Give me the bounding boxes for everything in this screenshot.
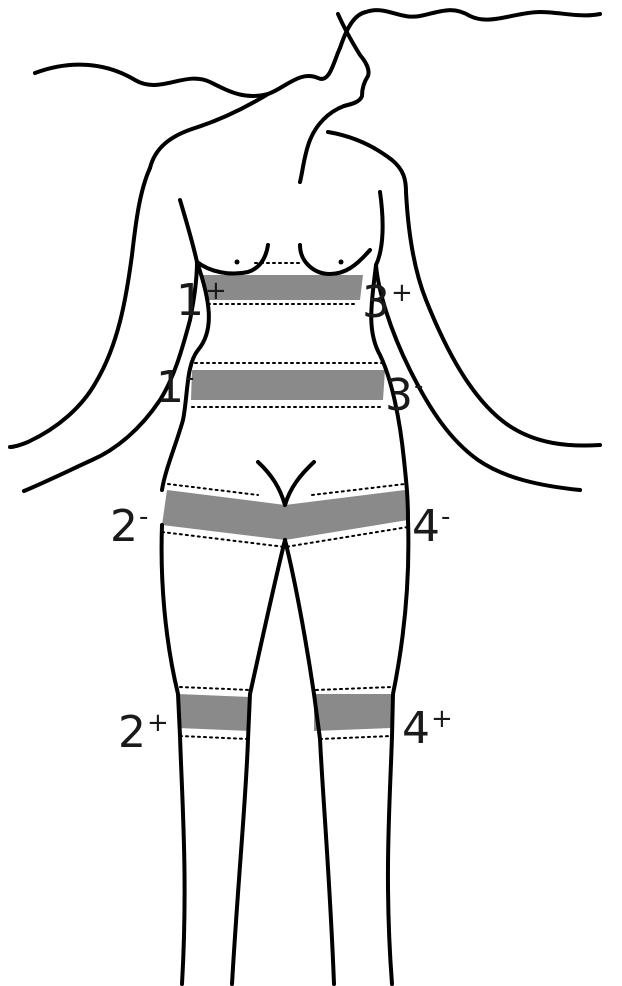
label-sign: + bbox=[147, 708, 169, 738]
label-sign: + bbox=[205, 276, 227, 306]
band-hip-left bbox=[162, 490, 285, 540]
label-number: 2 bbox=[110, 501, 138, 552]
label-sign: - bbox=[441, 502, 450, 532]
label-number: 4 bbox=[412, 501, 440, 552]
label-number: 4 bbox=[402, 703, 430, 754]
label-2-minus: 2- bbox=[110, 504, 148, 549]
label-sign: + bbox=[431, 704, 453, 734]
label-number: 1 bbox=[176, 275, 204, 326]
label-sign: - bbox=[185, 363, 194, 393]
label-3-minus: 3- bbox=[385, 373, 423, 418]
label-number: 3 bbox=[362, 277, 390, 328]
label-number: 1 bbox=[156, 362, 184, 413]
band-chest bbox=[203, 275, 363, 300]
label-3-plus: 3+ bbox=[362, 280, 413, 325]
label-sign: + bbox=[391, 278, 413, 308]
label-1-minus: 1- bbox=[156, 365, 194, 410]
band-hip-right bbox=[285, 490, 408, 540]
band-thigh-left bbox=[178, 694, 250, 731]
band-thigh-right bbox=[314, 694, 393, 731]
figure-outline bbox=[10, 10, 600, 984]
label-4-plus: 4+ bbox=[402, 706, 453, 751]
label-number: 3 bbox=[385, 370, 413, 421]
label-1-plus: 1+ bbox=[176, 278, 227, 323]
label-4-minus: 4- bbox=[412, 504, 450, 549]
label-sign: - bbox=[414, 371, 423, 401]
label-sign: - bbox=[139, 502, 148, 532]
label-number: 2 bbox=[118, 707, 146, 758]
label-2-plus: 2+ bbox=[118, 710, 169, 755]
band-waist bbox=[191, 370, 385, 400]
